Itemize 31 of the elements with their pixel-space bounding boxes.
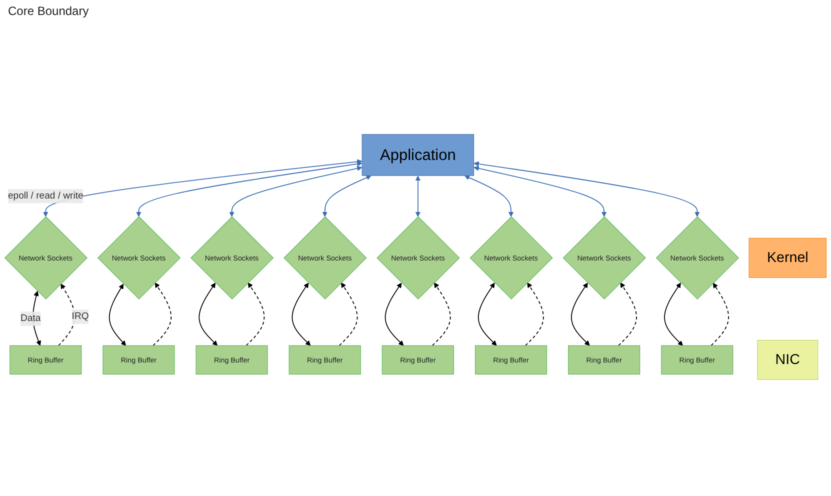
arrow bbox=[246, 282, 265, 346]
arrow bbox=[384, 282, 404, 346]
arrow bbox=[618, 282, 637, 346]
arrow bbox=[136, 161, 362, 217]
arrow bbox=[474, 166, 607, 217]
node-box: Kernel bbox=[748, 238, 827, 278]
arrow bbox=[710, 282, 729, 346]
edge-label: IRQ bbox=[72, 311, 89, 322]
node-box: NIC bbox=[757, 340, 818, 380]
arrow bbox=[570, 282, 590, 346]
arrow bbox=[152, 282, 172, 346]
note-text: Core Boundary bbox=[8, 4, 89, 18]
arrow bbox=[322, 175, 372, 217]
edge-label: Data bbox=[20, 313, 41, 324]
arrow bbox=[415, 176, 421, 217]
arrow bbox=[108, 284, 126, 346]
arrow bbox=[524, 282, 544, 346]
arrow bbox=[478, 282, 497, 346]
arrow bbox=[58, 284, 76, 346]
arrow bbox=[432, 282, 451, 346]
arrow bbox=[43, 159, 362, 217]
arrow bbox=[338, 282, 358, 346]
edge-label: epoll / read / write bbox=[8, 190, 84, 201]
arrow bbox=[292, 282, 311, 346]
arrow bbox=[464, 175, 514, 217]
arrow bbox=[474, 161, 700, 217]
arrow bbox=[664, 282, 683, 346]
node-box: Application bbox=[362, 134, 474, 176]
arrow bbox=[32, 290, 41, 346]
arrow bbox=[229, 166, 362, 217]
arrow bbox=[198, 282, 218, 346]
